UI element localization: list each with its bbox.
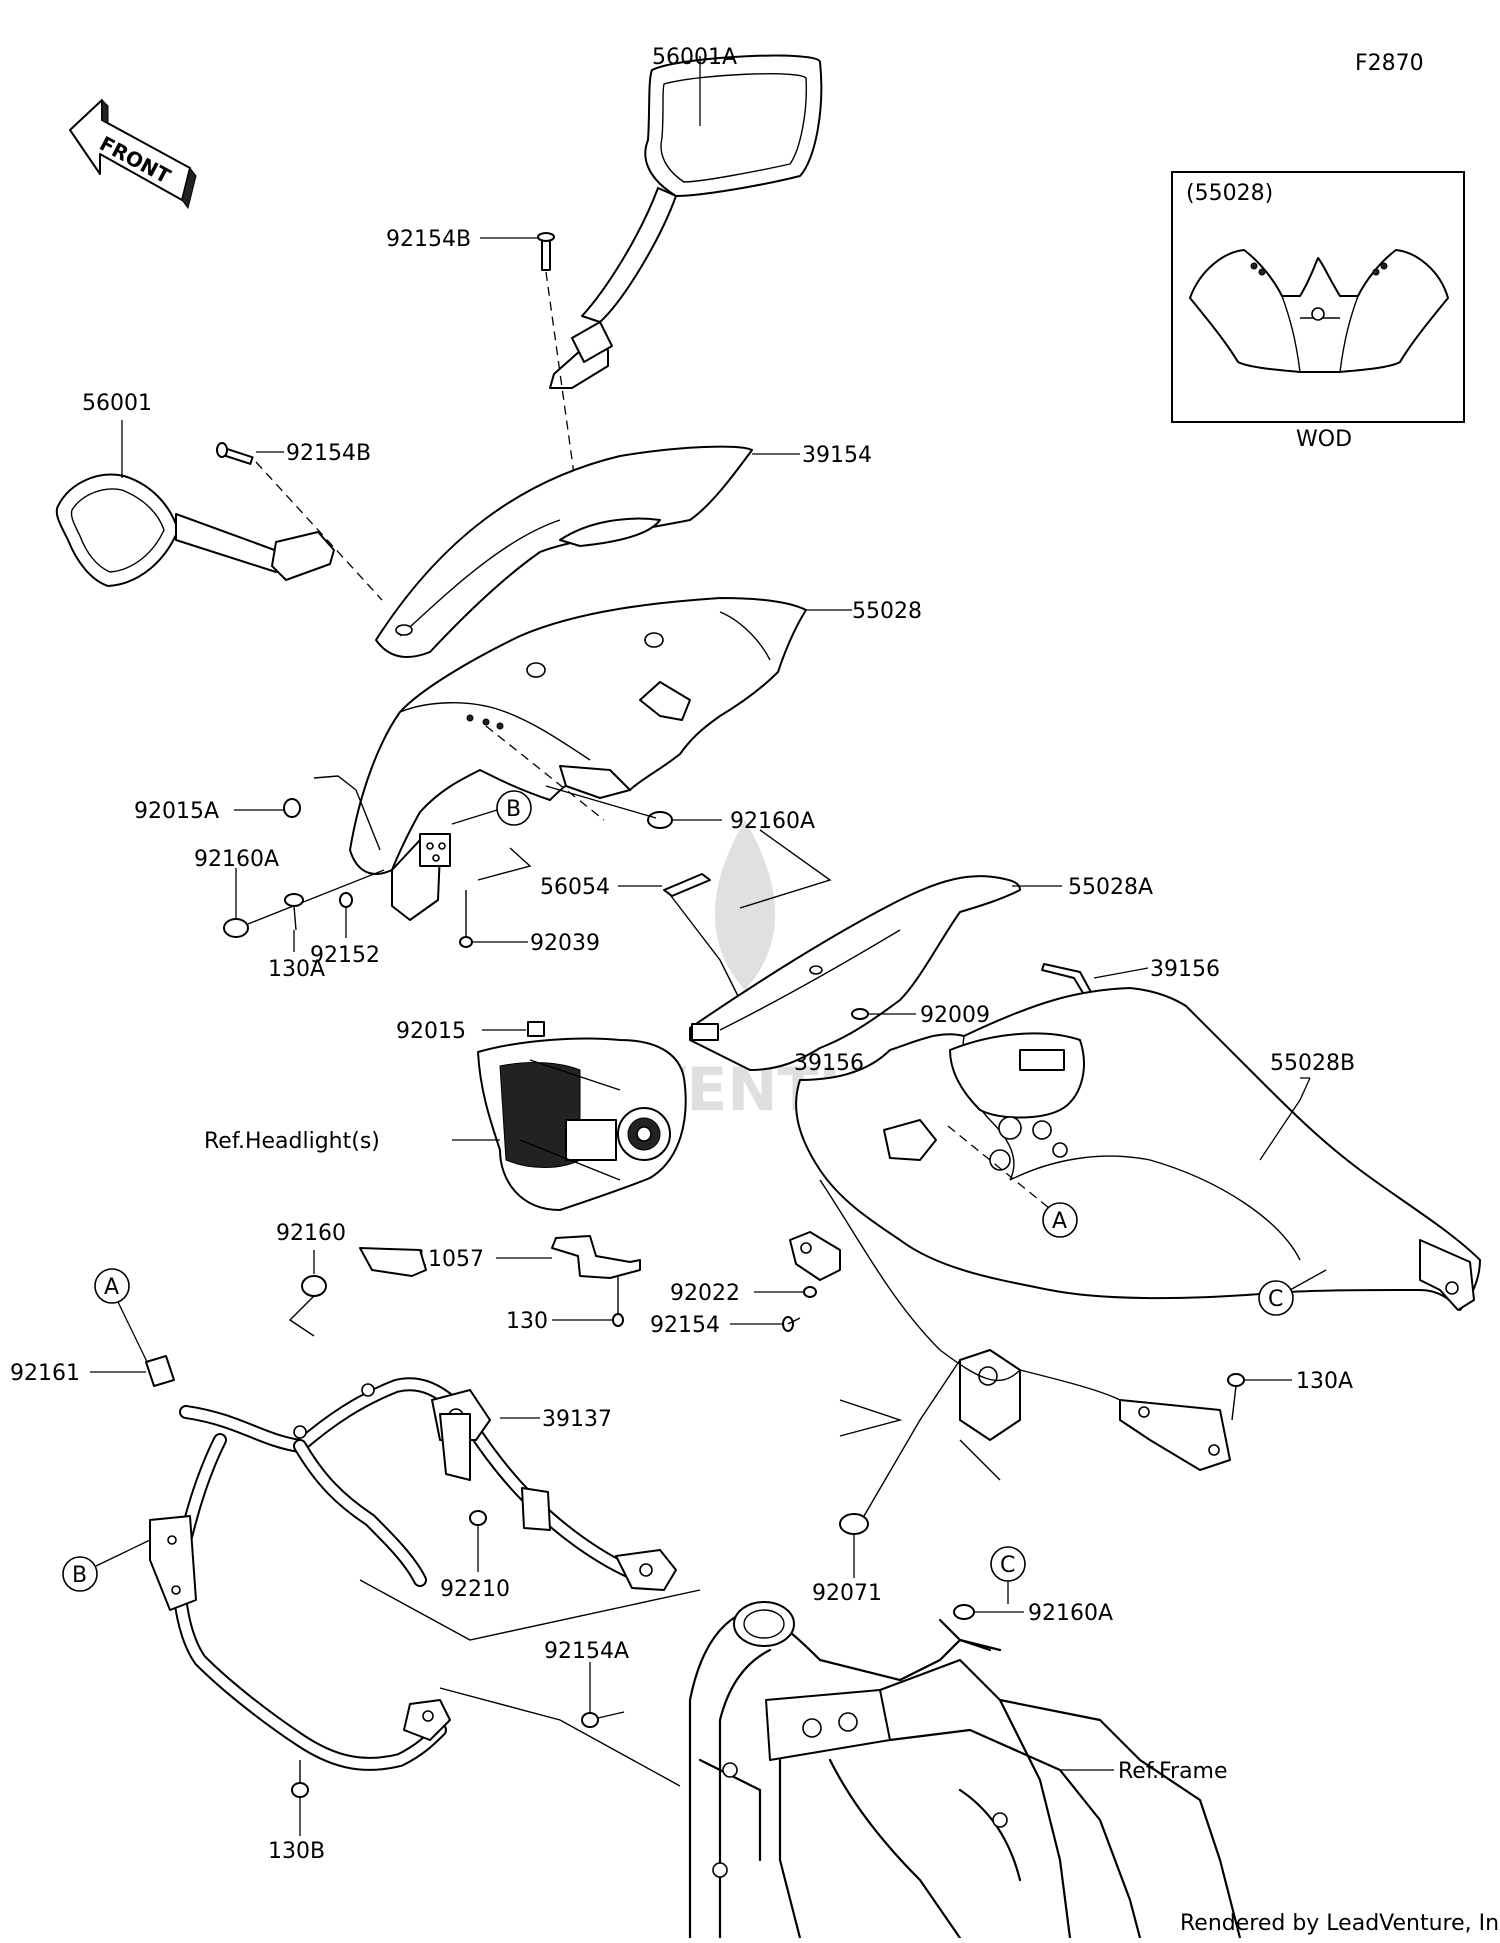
marker-c-bottom: C <box>1000 1553 1015 1578</box>
marker-b-top: B <box>506 797 521 822</box>
stay-39137 <box>149 1247 677 1771</box>
callout-bolt-130: 130 <box>506 1309 548 1334</box>
cowl-inner-55028a <box>689 875 1021 1071</box>
marker-a-left: A <box>104 1275 119 1300</box>
callout-cowl-lower: 55028B <box>1270 1051 1355 1076</box>
callout-rubber-56054: 56054 <box>540 875 610 900</box>
callout-grommet-92160a-mid: 92160A <box>730 809 815 834</box>
callout-bracket-39156-top: 39156 <box>1150 957 1220 982</box>
callout-nut-92015: 92015 <box>396 1019 466 1044</box>
ref-headlight: Ref.Headlight(s) <box>204 1129 380 1154</box>
callout-bolt-right-mirror: 92154B <box>386 227 471 252</box>
front-arrow-icon: FRONT <box>69 98 197 210</box>
inset-part-ref: (55028) <box>1186 181 1273 206</box>
callout-bolt-92154: 92154 <box>650 1313 720 1338</box>
callout-bolt-130b: 130B <box>268 1839 325 1864</box>
callout-cover-upper: 39154 <box>802 443 872 468</box>
cowl-lower-55028b <box>789 987 1481 1481</box>
callout-bolt-92015a: 92015A <box>134 799 219 824</box>
callout-mirror-right: 56001A <box>652 45 737 70</box>
marker-c-right: C <box>1268 1287 1283 1312</box>
callout-screw-92009: 92009 <box>920 1003 990 1028</box>
cowl-upper-55028 <box>349 597 807 921</box>
callout-washer-92022: 92022 <box>670 1281 740 1306</box>
bracket-11057 <box>551 1235 641 1279</box>
callout-grommet-92160: 92160 <box>276 1221 346 1246</box>
callout-grommet-92071: 92071 <box>812 1581 882 1606</box>
callout-collar-92161: 92161 <box>10 1361 80 1386</box>
inset-caption: WOD <box>1296 427 1352 452</box>
callout-bolt-left-mirror: 92154B <box>286 441 371 466</box>
collar-92161 <box>145 1355 175 1387</box>
bolt-92154b-top <box>537 232 555 271</box>
headlight <box>477 1037 687 1211</box>
figure-code: F2870 <box>1355 51 1424 76</box>
callout-mirror-left: 56001 <box>82 391 152 416</box>
callout-grommet-92160a-right: 92160A <box>1028 1601 1113 1626</box>
mirror-left <box>55 473 335 587</box>
callout-stay-39137: 39137 <box>542 1407 612 1432</box>
callout-cowl-inner: 55028A <box>1068 875 1153 900</box>
mirror-right <box>549 54 823 389</box>
ref-frame: Ref.Frame <box>1118 1759 1228 1784</box>
credit: Rendered by LeadVenture, Inc. <box>1180 1911 1500 1936</box>
callout-collar-92210: 92210 <box>440 1577 510 1602</box>
callout-cowl-upper: 55028 <box>852 599 922 624</box>
bolt-92154b-left <box>216 442 254 465</box>
callout-bolt-130a-left: 130A <box>268 957 325 982</box>
callout-screw-92039: 92039 <box>530 931 600 956</box>
callout-grommet-92160a-left: 92160A <box>194 847 279 872</box>
callout-bolt-130a-right: 130A <box>1296 1369 1353 1394</box>
rubber-56054 <box>663 873 711 897</box>
cover-39154 <box>375 445 753 658</box>
inset-box: (55028) WOD <box>1171 171 1465 452</box>
marker-b-left: B <box>72 1563 87 1588</box>
marker-a-right: A <box>1052 1209 1067 1234</box>
callout-bolt-92154a: 92154A <box>544 1639 629 1664</box>
callout-washer-92152: 92152 <box>310 943 380 968</box>
frame <box>688 1601 1242 1940</box>
